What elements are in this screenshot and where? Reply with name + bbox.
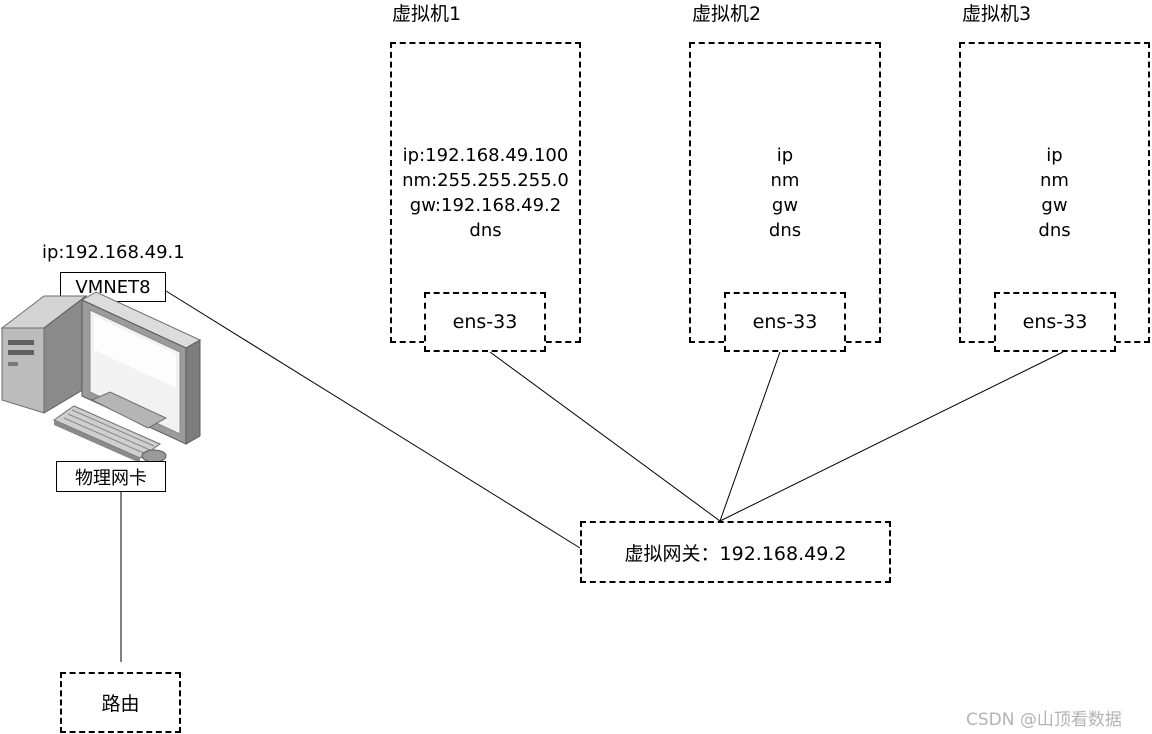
vm3-gateway: gw bbox=[1041, 195, 1068, 216]
desktop-computer-icon bbox=[0, 291, 202, 463]
physical-nic-label: 物理网卡 bbox=[75, 467, 147, 489]
vm1-nic-label: ens-33 bbox=[452, 311, 518, 333]
router-box: 路由 bbox=[60, 672, 181, 733]
virtual-gateway-label: 虚拟网关：192.168.49.2 bbox=[624, 542, 847, 565]
vm1-config: ip:192.168.49.100 nm:255.255.255.0 gw:19… bbox=[390, 143, 581, 243]
vm2-ip: ip bbox=[776, 145, 794, 166]
vm2-nic-to-gateway-line bbox=[719, 351, 781, 522]
vm3-nic: ens-33 bbox=[994, 292, 1116, 352]
vm2-config: ip nm gw dns bbox=[689, 143, 881, 243]
vmnet8-to-gateway-line bbox=[165, 290, 581, 549]
vm3-title: 虚拟机3 bbox=[962, 3, 1032, 25]
vm1-netmask: nm:255.255.255.0 bbox=[402, 170, 569, 191]
vm3-nic-label: ens-33 bbox=[1022, 311, 1088, 333]
vm3-nic-to-gateway-line bbox=[719, 351, 1064, 522]
vm1-dns: dns bbox=[469, 220, 502, 241]
watermark: CSDN @山顶看数据 bbox=[966, 710, 1122, 730]
vm2-title: 虚拟机2 bbox=[692, 3, 762, 25]
host-ip-label: ip:192.168.49.1 bbox=[42, 242, 185, 263]
vmnet8-label: VMNET8 bbox=[75, 276, 151, 298]
vm1-title: 虚拟机1 bbox=[392, 3, 462, 25]
virtual-gateway-box: 虚拟网关：192.168.49.2 bbox=[580, 521, 891, 583]
vm3-dns: dns bbox=[1038, 220, 1071, 241]
vm1-ip: ip:192.168.49.100 bbox=[402, 145, 569, 166]
vm2-nic-label: ens-33 bbox=[752, 311, 818, 333]
vm3-config: ip nm gw dns bbox=[959, 143, 1150, 243]
vm1-nic: ens-33 bbox=[424, 292, 546, 352]
router-label: 路由 bbox=[101, 693, 140, 715]
physical-nic: 物理网卡 bbox=[56, 461, 166, 492]
vm2-netmask: nm bbox=[770, 170, 800, 191]
vm3-netmask: nm bbox=[1040, 170, 1069, 191]
vm1-gateway: gw:192.168.49.2 bbox=[409, 195, 562, 216]
vm2-nic: ens-33 bbox=[724, 292, 846, 352]
vm2-gateway: gw bbox=[771, 195, 799, 216]
vm2-dns: dns bbox=[768, 220, 802, 241]
vm3-ip: ip bbox=[1046, 145, 1063, 166]
vm1-nic-to-gateway-line bbox=[489, 351, 721, 522]
